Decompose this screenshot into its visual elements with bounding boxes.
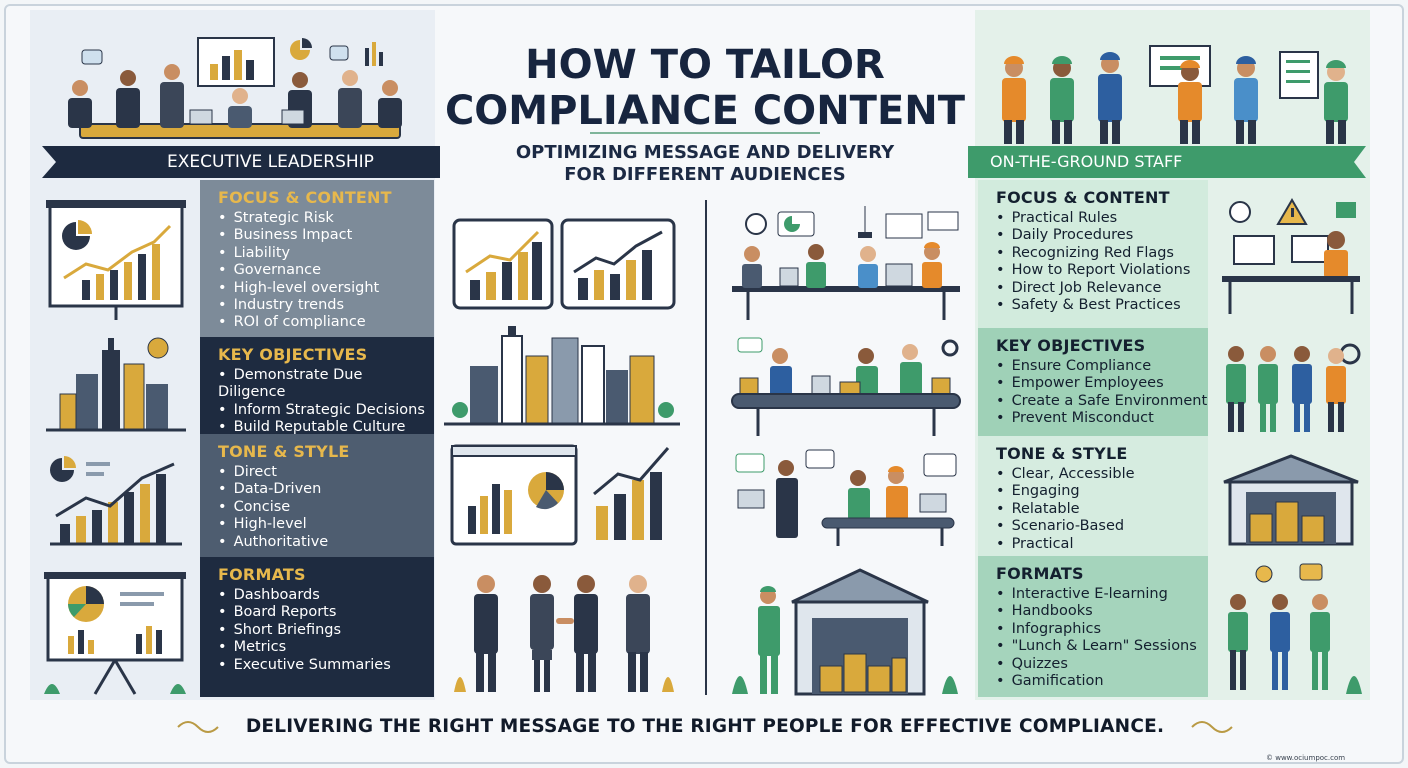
exec-objectives-heading: KEY OBJECTIVES [218,345,368,364]
staff-formats-section: FORMATS Interactive E-learning Handbooks… [978,556,1208,697]
list-item: Industry trends [218,297,434,314]
exec-tone-section: TONE & STYLE Direct Data-Driven Concise … [200,434,434,557]
list-item: Build Reputable Culture [218,419,434,436]
list-item: High-level oversight [218,280,434,297]
title-line-2: COMPLIANCE CONTENT [444,88,966,134]
list-item: Interactive E-learning [996,586,1208,603]
subtitle-line-1: OPTIMIZING MESSAGE AND DELIVERY [515,142,895,163]
list-item: Governance [218,262,434,279]
list-item: Clear, Accessible [996,466,1208,483]
assembly-line-icon [735,449,957,546]
workers-group-icon [1002,45,1348,144]
staff-tone-heading: TONE & STYLE [996,444,1128,463]
exec-formats-section: FORMATS Dashboards Board Reports Short B… [200,557,434,697]
list-item: Relatable [996,501,1208,518]
workers-celebrating-icon [1228,563,1362,694]
exec-focus-heading: FOCUS & CONTENT [218,188,392,207]
meeting-scene-icon [68,37,402,139]
conveyor-belt-icon [731,337,961,436]
list-item: Handbooks [996,603,1208,620]
list-item: Demonstrate Due Diligence [218,367,434,402]
list-item: Practical [996,536,1208,553]
list-item: High-level [218,516,434,533]
list-item: ROI of compliance [218,314,434,331]
list-item: Authoritative [218,534,434,551]
list-item: Recognizing Red Flags [996,245,1208,262]
list-item: Empower Employees [996,375,1208,392]
list-item: Scenario-Based [996,518,1208,535]
team-icon [1226,343,1361,432]
bar-chart-icon [452,218,676,310]
list-item: Engaging [996,483,1208,500]
subtitle-line-2: FOR DIFFERENT AUDIENCES [564,164,846,185]
credit-text: © www.ociumpoc.com [1266,754,1346,762]
page-subtitle: OPTIMIZING MESSAGE AND DELIVERY FOR DIFF… [470,142,940,186]
list-item: Prevent Misconduct [996,410,1208,427]
list-item: Inform Strategic Decisions [218,402,434,419]
staff-banner: ON-THE-GROUND STAFF [968,146,1366,178]
list-item: Dashboards [218,587,434,604]
exec-objectives-section: KEY OBJECTIVES Demonstrate Due Diligence… [200,337,434,436]
staff-focus-heading: FOCUS & CONTENT [996,188,1170,207]
city-skyline-center-icon [444,326,680,426]
staff-objectives-section: KEY OBJECTIVES Ensure Compliance Empower… [978,328,1208,436]
footer-ornament-right-icon [1191,721,1233,733]
list-item: Short Briefings [218,622,434,639]
list-item: Direct [218,464,434,481]
trend-chart-icon [46,200,186,320]
exec-formats-heading: FORMATS [218,565,306,584]
list-item: Safety & Best Practices [996,297,1208,314]
title-divider [590,132,820,134]
list-item: Strategic Risk [218,210,434,227]
growth-chart-icon [50,456,182,546]
office-desk-icon [732,206,960,320]
list-item: How to Report Violations [996,262,1208,279]
list-item: "Lunch & Learn" Sessions [996,638,1208,655]
warehouse-icon [732,568,958,696]
footer-ornament-left-icon [177,721,219,733]
list-item: Metrics [218,639,434,656]
dashboard-board-icon [44,572,186,695]
list-item: Direct Job Relevance [996,280,1208,297]
workstation-icon [1222,198,1360,314]
exec-focus-section: FOCUS & CONTENT Strategic Risk Business … [200,180,434,337]
footer-tagline: DELIVERING THE RIGHT MESSAGE TO THE RIGH… [245,716,1165,737]
list-item: Ensure Compliance [996,358,1208,375]
list-item: Concise [218,499,434,516]
handshake-icon [454,575,674,692]
pie-chart-icon [450,444,670,546]
list-item: Gamification [996,673,1208,690]
list-item: Practical Rules [996,210,1208,227]
staff-formats-heading: FORMATS [996,564,1084,583]
list-item: Liability [218,245,434,262]
staff-objectives-heading: KEY OBJECTIVES [996,336,1146,355]
staff-tone-section: TONE & STYLE Clear, Accessible Engaging … [978,436,1208,556]
city-skyline-icon [46,337,186,432]
list-item: Infographics [996,621,1208,638]
center-divider [705,200,707,695]
executive-banner: EXECUTIVE LEADERSHIP [42,146,440,178]
list-item: Daily Procedures [996,227,1208,244]
list-item: Business Impact [218,227,434,244]
list-item: Executive Summaries [218,657,434,674]
exec-tone-heading: TONE & STYLE [218,442,350,461]
list-item: Data-Driven [218,481,434,498]
storage-building-icon [1223,454,1359,546]
title-line-1: HOW TO TAILOR [525,42,885,88]
list-item: Create a Safe Environment [996,393,1208,410]
staff-focus-section: FOCUS & CONTENT Practical Rules Daily Pr… [978,180,1208,328]
page-title: HOW TO TAILOR COMPLIANCE CONTENT [440,42,970,134]
list-item: Board Reports [218,604,434,621]
list-item: Quizzes [996,656,1208,673]
